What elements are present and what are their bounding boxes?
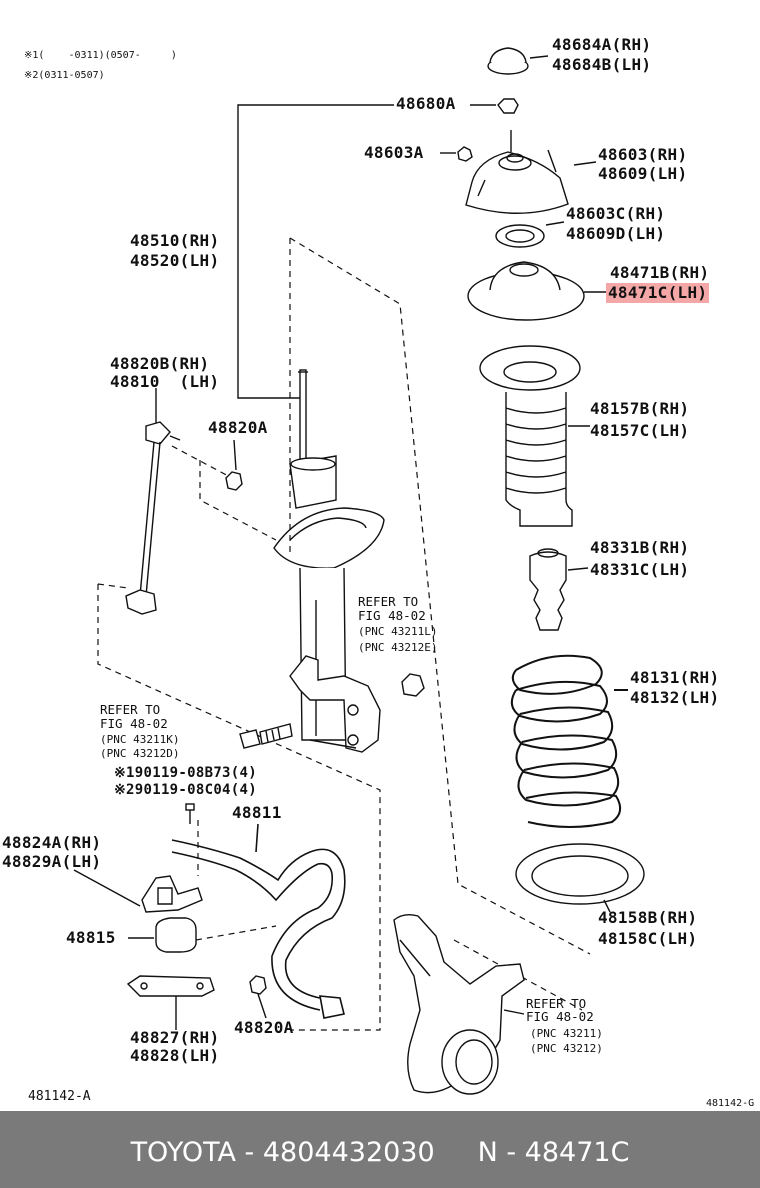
steering-knuckle [393, 913, 525, 1095]
label-48520[interactable]: 48520(LH) [130, 251, 220, 270]
ref-b-line2: FIG 48-02 [100, 716, 168, 731]
label-48510[interactable]: 48510(RH) [130, 231, 220, 250]
ref-a-line3: (PNC 43211L) [358, 625, 438, 638]
note-1: ※1( -0311)(0507- ) [24, 50, 177, 61]
bolt-small [185, 803, 195, 824]
label-48820a-top[interactable]: 48820A [208, 418, 268, 437]
label-48609[interactable]: 48609(LH) [598, 164, 688, 183]
label-48603[interactable]: 48603(RH) [598, 145, 688, 164]
label-48158c[interactable]: 48158C(LH) [598, 929, 698, 948]
label-48820a-bottom[interactable]: 48820A [234, 1018, 294, 1037]
label-48132[interactable]: 48132(LH) [630, 688, 720, 707]
label-48828[interactable]: 48828(LH) [130, 1046, 220, 1065]
label-48820b[interactable]: 48820B(RH) [110, 354, 210, 373]
nut-48820a-top [225, 439, 243, 491]
label-48824a[interactable]: 48824A(RH) [2, 833, 102, 852]
label-48131[interactable]: 48131(RH) [630, 668, 720, 687]
label-48684b[interactable]: 48684B(LH) [552, 55, 652, 74]
ref-b-line1: REFER TO [100, 702, 161, 717]
ref-c-line3: (PNC 43211) [530, 1027, 603, 1040]
label-48157c[interactable]: 48157C(LH) [590, 421, 690, 440]
cap-48684 [487, 47, 549, 75]
ref-c-line1: REFER TO [526, 996, 587, 1011]
ref-b-line3: (PNC 43211K) [100, 733, 180, 746]
exploded-diagram [73, 47, 645, 1095]
nut-48603a [440, 146, 473, 162]
stabilizer-bar-48811 [171, 823, 346, 1019]
nut-48680a [470, 98, 519, 114]
nut-48820a-bottom [249, 975, 267, 1019]
strut-48510 [273, 369, 385, 753]
spring-seat-48471 [467, 261, 606, 321]
footer-bar [0, 1111, 760, 1188]
label-48810[interactable]: 48810 (LH) [110, 372, 220, 391]
coil-spring-48131 [510, 654, 628, 828]
leader-48680 [237, 104, 394, 399]
label-48815[interactable]: 48815 [66, 928, 116, 947]
label-48811[interactable]: 48811 [232, 803, 282, 822]
note-2: ※2(0311-0507) [24, 70, 105, 81]
bumper-48331 [529, 548, 589, 631]
label-48680a[interactable]: 48680A [396, 94, 456, 113]
label-48158b[interactable]: 48158B(RH) [598, 908, 698, 927]
ref-a-line1: REFER TO [358, 594, 419, 609]
bolt-90119 [239, 723, 293, 749]
footer-part-number: TOYOTA - 4804432030 N - 48471C [130, 1137, 630, 1168]
label-48331b[interactable]: 48331B(RH) [590, 538, 690, 557]
label-48331c[interactable]: 48331C(LH) [590, 560, 690, 579]
label-bolt-1[interactable]: ※190119-08B73(4) [114, 765, 257, 781]
label-48157b[interactable]: 48157B(RH) [590, 399, 690, 418]
stabilizer-link-48820b [125, 388, 181, 615]
diagram-code: 481142-A [28, 1089, 91, 1104]
lower-seat-48158 [515, 843, 645, 913]
label-48827[interactable]: 48827(RH) [130, 1028, 220, 1047]
label-48609d[interactable]: 48609D(LH) [566, 224, 666, 243]
ref-a-line2: FIG 48-02 [358, 608, 426, 623]
label-48471b[interactable]: 48471B(RH) [610, 263, 710, 282]
bearing-48603c [495, 221, 565, 248]
nut-strut [401, 673, 425, 697]
bracket-48827 [126, 975, 215, 1030]
dashed-guides [97, 237, 591, 1031]
label-48603c[interactable]: 48603C(RH) [566, 204, 666, 223]
ref-c-line4: (PNC 43212) [530, 1042, 603, 1055]
mount-48603 [465, 130, 597, 214]
label-48684a[interactable]: 48684A(RH) [552, 35, 652, 54]
bushing-48824 [73, 869, 203, 913]
ref-b-line4: (PNC 43212D) [100, 747, 180, 760]
boot-48157 [479, 345, 590, 527]
label-bolt-2[interactable]: ※290119-08C04(4) [114, 782, 257, 798]
ref-a-line4: (PNC 43212E) [358, 641, 438, 654]
ref-c-line2: FIG 48-02 [526, 1009, 594, 1024]
label-48603a[interactable]: 48603A [364, 143, 424, 162]
bushing-48815 [128, 917, 197, 953]
diagram-code-right: 481142-G [706, 1098, 755, 1109]
label-48829a[interactable]: 48829A(LH) [2, 852, 102, 871]
label-48471c-highlighted[interactable]: 48471C(LH) [606, 283, 710, 303]
